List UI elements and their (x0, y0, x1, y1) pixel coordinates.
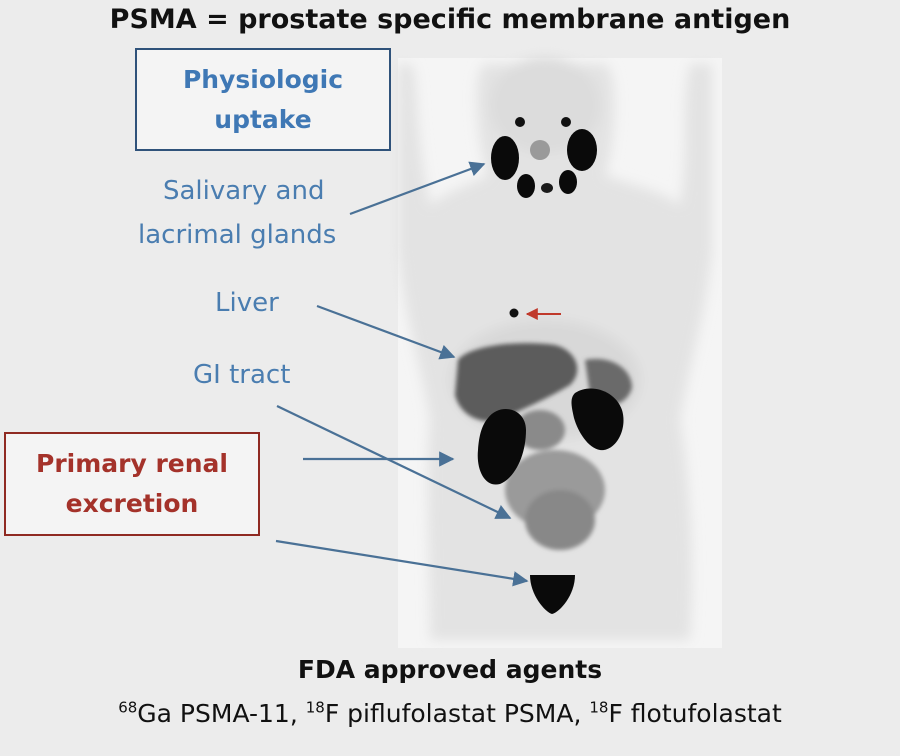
renal-excretion-line1: Primary renal (36, 449, 228, 478)
agent-3-isotope: 18 (589, 699, 609, 717)
gi-tract-uptake (505, 410, 605, 550)
salivary-arrow (349, 161, 486, 216)
bladder-uptake (530, 575, 575, 614)
salivary-label-line1: Salivary and (163, 176, 325, 206)
lesion-spot (509, 308, 519, 318)
physiologic-uptake-line2: uptake (214, 104, 312, 134)
renal-excretion-line2: excretion (65, 489, 199, 518)
agent-2: 18F piflufolastat PSMA (306, 699, 574, 728)
bladder-arrow (275, 539, 529, 587)
physiologic-uptake-box: Physiologic uptake (135, 48, 391, 151)
kidney-uptake (477, 388, 624, 485)
gi-tract-label: GI tract (193, 360, 291, 390)
liver-arrow (316, 304, 456, 360)
agent-2-name: F piflufolastat PSMA (324, 699, 574, 729)
slide-title: PSMA = prostate specific membrane antige… (109, 4, 791, 35)
liver-label: Liver (215, 288, 279, 318)
agent-1: 68Ga PSMA-11 (118, 699, 290, 728)
salivary-gland-uptake (491, 117, 597, 198)
gi-tract-arrow (276, 405, 512, 519)
fda-agents-heading: FDA approved agents (297, 655, 603, 684)
physiologic-uptake-line1: Physiologic (182, 64, 344, 94)
agent-2-isotope: 18 (305, 699, 325, 717)
agent-1-name: Ga PSMA-11 (137, 699, 290, 729)
primary-renal-excretion-box: Primary renal excretion (4, 432, 260, 536)
salivary-label-line2: lacrimal glands (138, 220, 337, 250)
agent-1-isotope: 68 (118, 699, 138, 717)
fda-agents-list: 68Ga PSMA-11, 18F piflufolastat PSMA, 18… (118, 699, 782, 729)
agent-3: 18F flotufolastat (589, 699, 781, 728)
agent-3-name: F flotufolastat (608, 699, 782, 729)
